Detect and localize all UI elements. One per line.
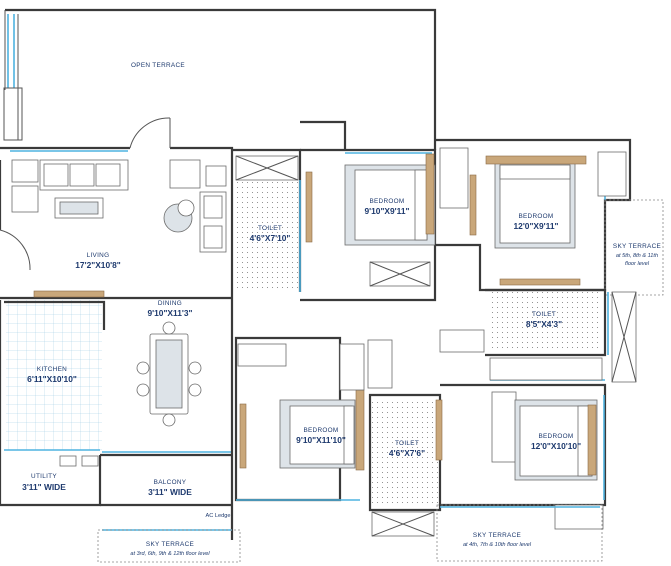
sky-terrace-right-name: SKY TERRACE	[613, 243, 661, 250]
sky-terrace-bottom-left-note: at 3rd, 6th, 9th & 12th floor level	[130, 551, 210, 557]
toilet-3-name: TOILET	[395, 440, 419, 447]
sky-terrace-right-note-2: floor level	[625, 261, 650, 267]
toilet-3	[368, 393, 443, 537]
sky-terrace-bottom-left-name: SKY TERRACE	[146, 541, 194, 548]
toilet-2	[439, 288, 637, 383]
bedroom-1-name: BEDROOM	[369, 198, 404, 205]
kitchen	[0, 290, 106, 505]
bedroom-3-dim: 9'10"X11'10"	[296, 435, 346, 445]
kitchen-dim: 6'11"X10'10"	[27, 374, 77, 384]
bedroom-1	[300, 148, 437, 302]
bedroom-4-name: BEDROOM	[538, 433, 573, 440]
toilet-2-name: TOILET	[532, 311, 556, 318]
sky-terrace-bottom-right-name: SKY TERRACE	[473, 532, 521, 539]
toilet-1-dim: 4'6"X7'10"	[250, 233, 291, 243]
living-name: LIVING	[87, 252, 110, 259]
utility-name: UTILITY	[31, 473, 57, 480]
dining-table	[136, 321, 202, 427]
living-dim: 17'2"X10'8"	[75, 260, 120, 270]
ac-ledge-label: AC Ledge	[206, 513, 231, 519]
dining-dim: 9'10"X11'3"	[148, 308, 193, 318]
bedroom-1-dim: 9'10"X9'11"	[365, 206, 410, 216]
living-dining-block	[0, 117, 234, 300]
bedroom-2-dim: 12'0"X9'11"	[514, 221, 559, 231]
bedroom-3-name: BEDROOM	[303, 427, 338, 434]
toilet-3-dim: 4'6"X7'6"	[389, 448, 425, 458]
kitchen-name: KITCHEN	[37, 366, 67, 373]
bedroom-4	[436, 383, 607, 562]
open-terrace-name: OPEN TERRACE	[131, 62, 185, 69]
bedroom-4-dim: 12'0"X10'10"	[531, 441, 581, 451]
utility-balcony	[0, 300, 241, 563]
living-sofa-set	[11, 159, 227, 253]
toilet-1-name: TOILET	[258, 225, 282, 232]
bedroom-2-name: BEDROOM	[518, 213, 553, 220]
sky-terrace-right-note-1: at 5th, 8th & 11th	[616, 253, 658, 259]
dining-name: DINING	[158, 300, 182, 307]
balcony-name: BALCONY	[154, 479, 187, 486]
bedroom-2	[435, 138, 664, 296]
balcony-dim: 3'11" WIDE	[148, 487, 192, 497]
bedroom-3	[234, 336, 393, 502]
toilet-1	[232, 120, 347, 292]
utility-dim: 3'11" WIDE	[22, 482, 66, 492]
open-terrace	[3, 8, 437, 150]
sky-terrace-bottom-right-note: at 4th, 7th & 10th floor level	[463, 542, 532, 548]
toilet-2-dim: 8'5"X4'3"	[526, 319, 562, 329]
